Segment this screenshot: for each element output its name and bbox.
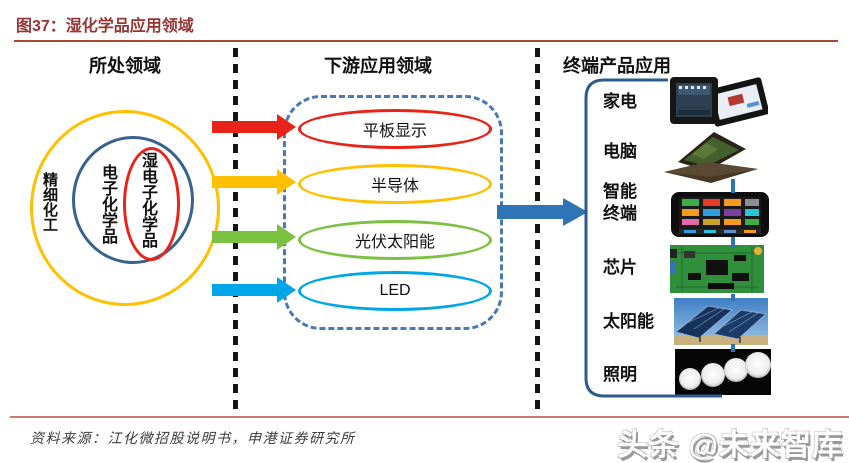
led-light-icon (675, 349, 771, 395)
venn-middle-ring (72, 136, 194, 264)
venn-outer-label: 精细化工 (41, 172, 58, 232)
source-note: 资料来源：江化微招股说明书，申港证券研究所 (30, 432, 356, 447)
venn-inner-label: 湿电子化学品 (139, 152, 156, 248)
terminal-label-appliance: 家电 (603, 92, 637, 111)
middle-section-header: 下游应用领域 (324, 56, 432, 76)
terminal-label-computer: 电脑 (603, 142, 637, 161)
venn-middle-label: 电子化学品 (99, 164, 116, 244)
terminal-label-smart-terminal: 智能终端 (603, 182, 637, 223)
ellipse-semiconductor: 半导体 (298, 164, 492, 204)
figure-title: 图37：湿化学品应用领域 (16, 18, 194, 35)
circuit-board-icon (668, 243, 766, 295)
watermark: 头条 @未来智库 (617, 429, 843, 462)
left-section-header: 所处领域 (89, 56, 161, 76)
terminal-label-chip: 芯片 (603, 258, 637, 277)
section-divider-left (233, 48, 238, 410)
ellipse-led: LED (298, 271, 492, 311)
smart-terminal-icon (670, 189, 770, 240)
flow-arrow-icon (497, 198, 588, 226)
terminal-label-solar: 太阳能 (603, 312, 654, 331)
venn-outer-ring (30, 110, 220, 306)
section-divider-right (535, 48, 540, 410)
footer-rule (10, 416, 849, 418)
solar-panel-icon (674, 298, 768, 345)
right-section-header: 终端产品应用 (563, 56, 671, 76)
terminal-label-lighting: 照明 (603, 365, 637, 384)
laptop-icon (658, 126, 766, 184)
tablet-devices-icon (666, 75, 768, 127)
venn-inner-ring (123, 147, 180, 261)
ellipse-flat-panel-display: 平板显示 (298, 109, 492, 149)
ellipse-pv-solar: 光伏太阳能 (298, 220, 492, 260)
title-underline (14, 40, 838, 42)
